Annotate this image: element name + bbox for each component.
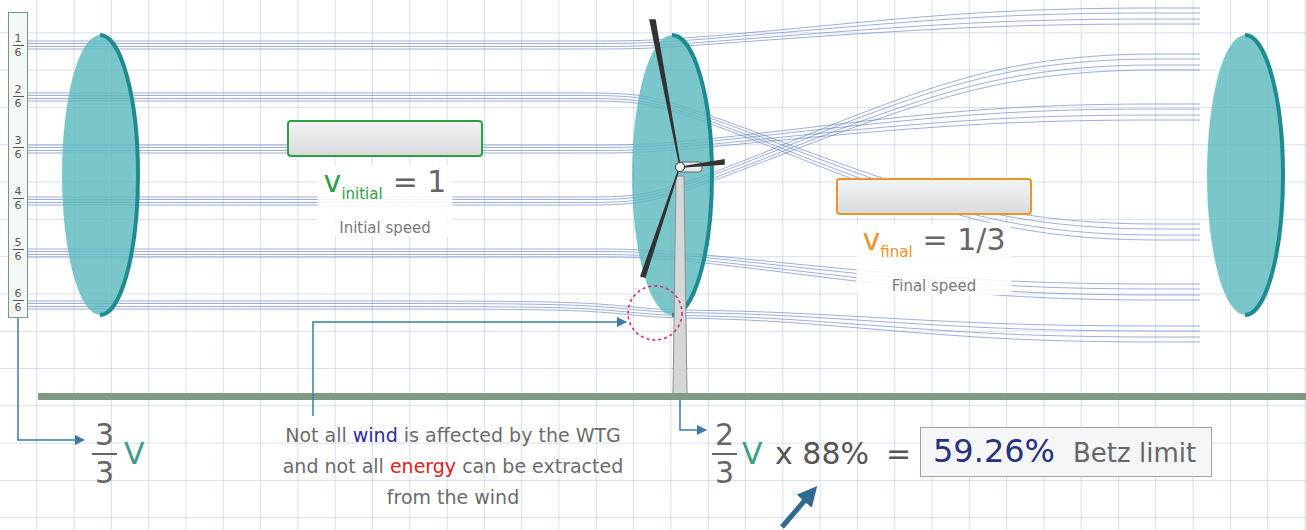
denominator: 6 bbox=[15, 199, 22, 212]
streamline bbox=[26, 120, 1200, 153]
velocity-symbol: V bbox=[124, 436, 145, 471]
velocity-symbol: V bbox=[742, 436, 763, 471]
speed-box: vfinal= 1/3Final speed bbox=[836, 178, 1032, 215]
formula-part: x 88% bbox=[775, 436, 869, 471]
formula-part: 23 bbox=[712, 417, 737, 491]
formula-part: 33 bbox=[92, 417, 117, 491]
result-value: 59.26% bbox=[933, 432, 1055, 470]
right-disc bbox=[1207, 35, 1283, 315]
value: = 1/3 bbox=[923, 222, 1006, 257]
streamline bbox=[26, 255, 1200, 296]
streamline bbox=[26, 19, 1200, 47]
streamline bbox=[26, 101, 1200, 240]
caption: Initial speed bbox=[324, 219, 447, 237]
numerator: 3 bbox=[92, 417, 117, 455]
streamline bbox=[26, 257, 1200, 300]
speed-box: vinitial= 1Initial speed bbox=[287, 120, 483, 157]
subscript: initial bbox=[341, 185, 382, 203]
numerator: 2 bbox=[13, 83, 24, 97]
denominator: 6 bbox=[15, 97, 22, 110]
formula-text: x 88% bbox=[775, 436, 869, 471]
pointer-arrow bbox=[782, 492, 812, 527]
streamline bbox=[26, 304, 1200, 332]
numerator: 1 bbox=[13, 32, 24, 46]
speed-label: vinitial = 1 Initial speed bbox=[318, 165, 453, 237]
denominator: 6 bbox=[15, 250, 22, 263]
streamline bbox=[26, 13, 1200, 44]
note-text: Not all bbox=[285, 424, 353, 446]
left-disc bbox=[62, 35, 138, 315]
speed-label: vfinal = 1/3Final speed bbox=[856, 223, 1011, 295]
streamlines bbox=[26, 8, 1200, 342]
variable: v bbox=[324, 164, 342, 199]
fraction: 46 bbox=[9, 185, 27, 212]
rotor-disc bbox=[632, 35, 712, 315]
highlight-word: energy bbox=[390, 455, 462, 477]
variable: v bbox=[862, 222, 880, 257]
divider-bar bbox=[38, 393, 1306, 400]
denominator: 3 bbox=[95, 455, 114, 491]
formula-part: = bbox=[886, 436, 911, 471]
formula-part: V bbox=[124, 436, 145, 471]
numerator: 3 bbox=[13, 134, 24, 148]
formula-part: V bbox=[742, 436, 763, 471]
wind-turbine bbox=[641, 20, 724, 394]
fraction: 26 bbox=[9, 83, 27, 110]
fraction: 16 bbox=[9, 32, 27, 59]
streamline bbox=[26, 109, 1200, 148]
streamline bbox=[26, 8, 1200, 41]
denominator: 6 bbox=[15, 46, 22, 59]
value: = 1 bbox=[393, 164, 447, 199]
leader-line bbox=[680, 400, 706, 430]
fraction: 66 bbox=[9, 287, 27, 314]
numerator: 4 bbox=[13, 185, 24, 199]
result-text: 59.26% Betz limit bbox=[933, 432, 1196, 470]
leader-line bbox=[313, 322, 626, 416]
numerator: 2 bbox=[712, 417, 737, 455]
denominator: 6 bbox=[15, 148, 22, 161]
fraction: 56 bbox=[9, 236, 27, 263]
caption: Final speed bbox=[862, 277, 1005, 295]
streamline bbox=[26, 309, 1200, 342]
streamline bbox=[26, 104, 1200, 145]
streamline bbox=[26, 99, 1200, 236]
result-box: 59.26% Betz limit bbox=[920, 427, 1212, 477]
streamline bbox=[26, 96, 1200, 230]
formula-text: = bbox=[886, 436, 911, 471]
streamline bbox=[26, 24, 1200, 49]
numerator: 5 bbox=[13, 236, 24, 250]
leader-line bbox=[18, 318, 84, 440]
denominator: 6 bbox=[15, 301, 22, 314]
result-caption: Betz limit bbox=[1073, 438, 1196, 468]
denominator: 3 bbox=[715, 455, 734, 491]
highlight-word: wind bbox=[353, 424, 404, 446]
fraction-strip: 162636465666 bbox=[8, 12, 28, 318]
fraction: 36 bbox=[9, 134, 27, 161]
note: Not all wind is affected by the WTG and … bbox=[278, 420, 628, 513]
numerator: 6 bbox=[13, 287, 24, 301]
streamline bbox=[26, 115, 1200, 151]
subscript: final bbox=[880, 243, 912, 261]
dashed-circle bbox=[628, 286, 682, 340]
